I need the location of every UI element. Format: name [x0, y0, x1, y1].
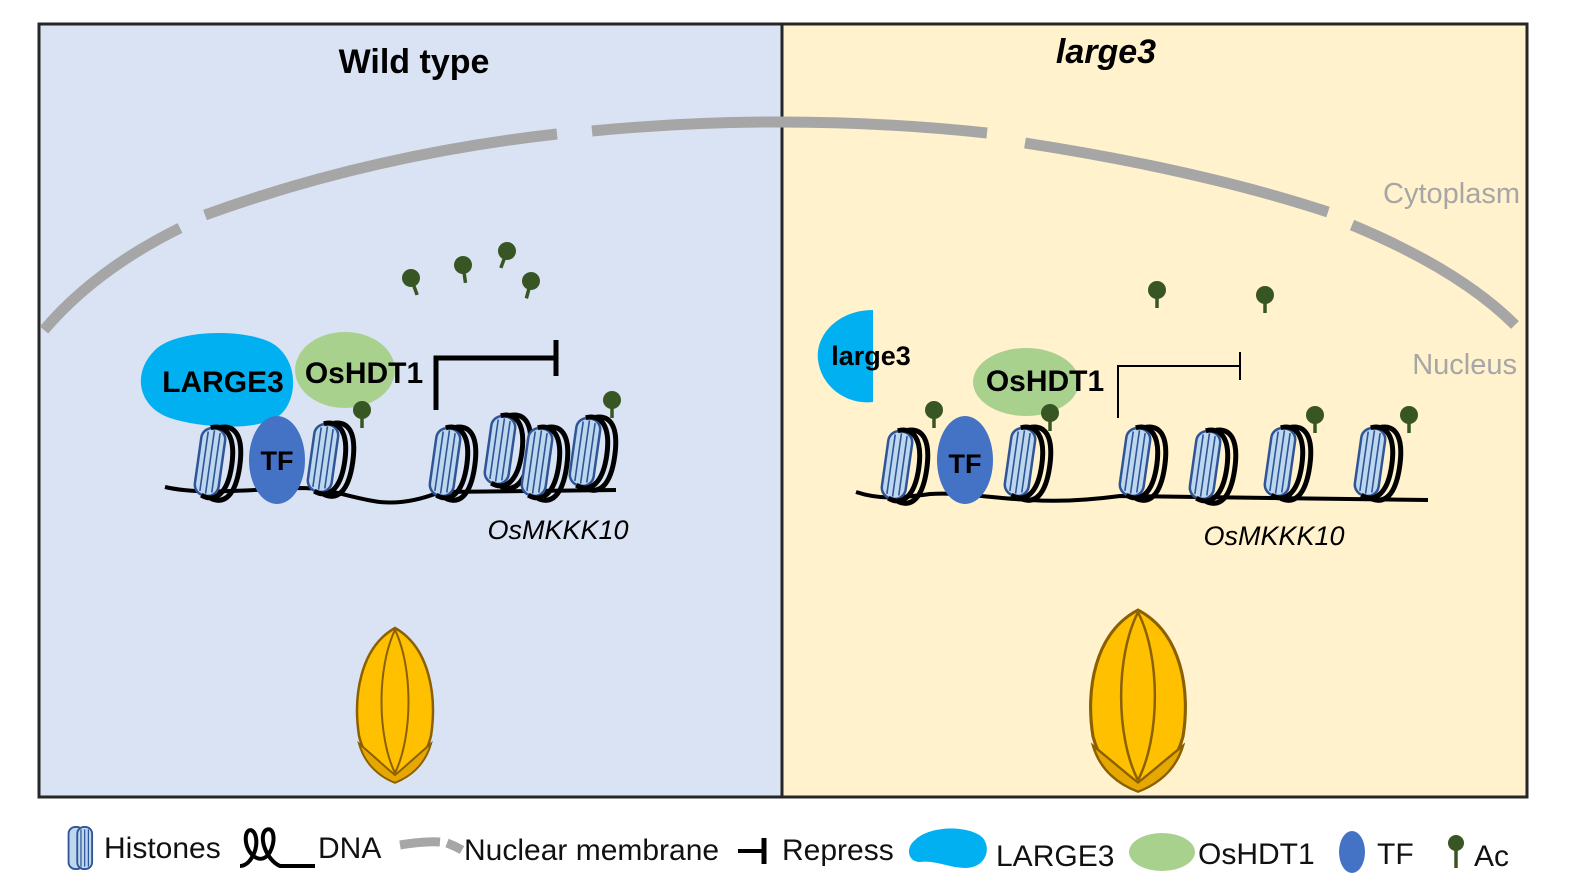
legend-tf-label: TF	[1377, 838, 1414, 871]
cytoplasm-label: Cytoplasm	[1383, 178, 1520, 210]
mutant-oshdt1-label: OsHDT1	[986, 365, 1104, 398]
legend: Histones DNA Nuclear membrane Repress LA…	[67, 825, 1509, 873]
mutant-title: large3	[1056, 33, 1156, 71]
legend-histones-label: Histones	[104, 832, 221, 865]
wild-type-tf-label: TF	[261, 446, 294, 476]
nucleus-label: Nucleus	[1412, 349, 1517, 381]
legend-dna-icon	[239, 827, 315, 868]
wild-type-title: Wild type	[339, 43, 490, 81]
large3-protein-shape	[140, 332, 294, 427]
mutant-tf-label: TF	[949, 449, 982, 479]
oshdt1-protein-shape	[295, 332, 395, 408]
legend-tf-icon	[1339, 831, 1365, 873]
legend-membrane-icon	[399, 837, 441, 850]
legend-dna-label: DNA	[318, 832, 381, 865]
legend-large3-icon	[908, 828, 987, 868]
mutant-large3-label: large3	[831, 341, 911, 371]
wild-type-large3-label: LARGE3	[162, 366, 284, 399]
legend-membrane-icon	[445, 838, 465, 854]
legend-histones-icon	[67, 825, 94, 871]
nuclear-membrane	[39, 116, 1519, 334]
wild-type-repress-arrow	[433, 355, 556, 410]
legend-repress-label: Repress	[782, 834, 894, 867]
large3-mutant-protein-shape	[817, 310, 873, 403]
legend-ac-label: Ac	[1474, 840, 1509, 873]
tf-protein-shape	[249, 416, 305, 504]
legend-oshdt1-icon	[1129, 833, 1195, 871]
legend-ac-icon	[1448, 835, 1464, 851]
mutant-repress-arrow	[1117, 365, 1240, 418]
wild-type-gene-label: OsMKKK10	[487, 515, 628, 545]
wild-type-oshdt1-label: OsHDT1	[305, 357, 423, 390]
legend-large3-label: LARGE3	[996, 840, 1114, 873]
legend-membrane-label: Nuclear membrane	[464, 834, 719, 867]
legend-oshdt1-label: OsHDT1	[1198, 838, 1315, 871]
mutant-tf-protein-shape	[937, 416, 993, 504]
mutant-gene-label: OsMKKK10	[1203, 521, 1344, 551]
mutant-oshdt1-protein-shape	[973, 348, 1079, 416]
